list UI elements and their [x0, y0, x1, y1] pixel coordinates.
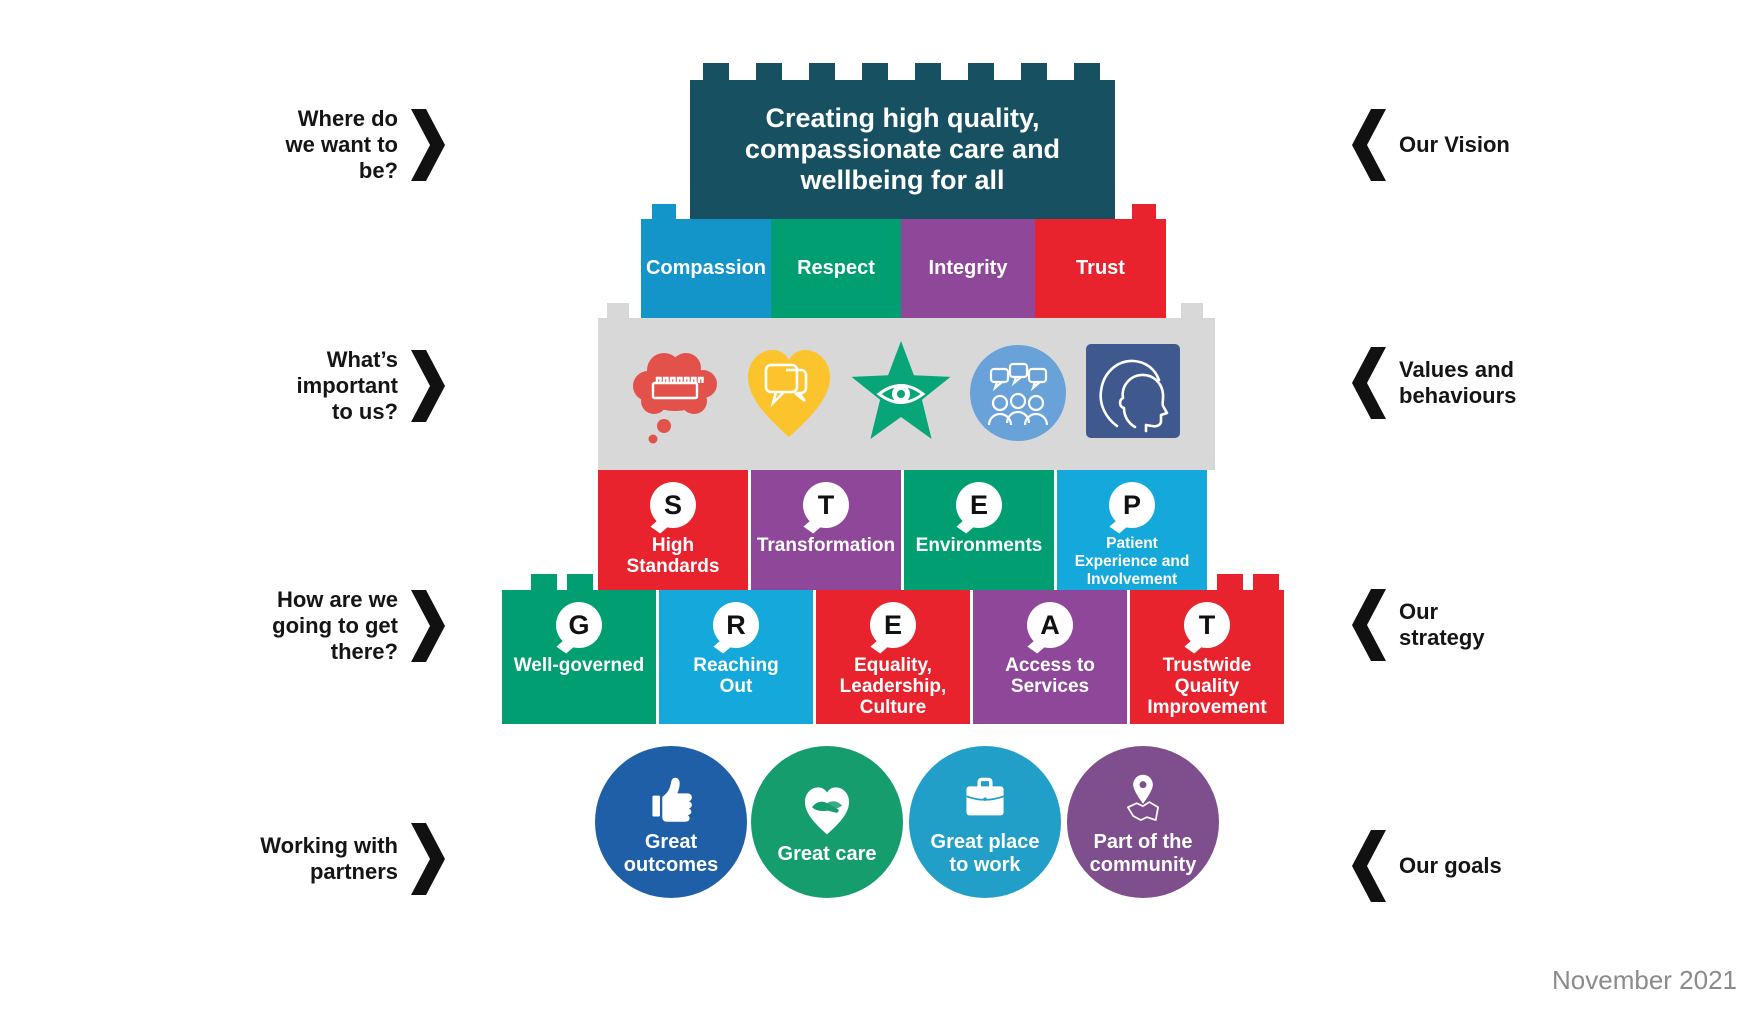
brick-stud [809, 63, 835, 80]
value-block-trust: Trust [1035, 219, 1166, 318]
chevron-right-icon [411, 590, 445, 662]
star-eye-icon [851, 341, 951, 439]
goal-great-place-to-work: Great place to work [909, 746, 1061, 898]
great-label: Trustwide Quality Improvement [1147, 655, 1267, 718]
thumbs-up-icon [652, 777, 692, 822]
annotation-values-and-behaviours: Values and behaviours [1352, 341, 1516, 425]
annotation-whats-important-to-us: What’s important to us? [140, 344, 445, 428]
letter-bubble-icon: T [803, 482, 849, 528]
letter-bubble-icon: E [956, 482, 1002, 528]
date-label: November 2021 [1552, 965, 1737, 995]
annotation-label: What’s important to us? [296, 347, 398, 424]
annotation-our-strategy: Our strategy [1352, 583, 1485, 667]
great-block-reaching-out: R Reaching Out [659, 590, 813, 724]
annotation-label: Where do we want to be? [285, 106, 398, 183]
annotation-label: Working with partners [260, 833, 398, 884]
letter-bubble-icon: S [650, 482, 696, 528]
chevron-right-icon [411, 350, 445, 422]
goal-label: Great outcomes [623, 831, 719, 876]
brick-stud [862, 63, 888, 80]
behaviours-panel [598, 318, 1215, 470]
brick-stud [968, 63, 994, 80]
brick-stud [756, 63, 782, 80]
brick-stud [567, 574, 593, 590]
heart-hands-icon [804, 786, 850, 834]
vision-brick: Creating high quality, compassionate car… [690, 80, 1115, 219]
great-label: Reaching Out [693, 655, 779, 697]
annotation-label: Our Vision [1399, 132, 1510, 157]
step-label: High Standards [626, 535, 720, 577]
brick-stud [1074, 63, 1100, 80]
chevron-right-icon [411, 109, 445, 181]
letter-bubble-icon: R [713, 602, 759, 648]
letter-bubble-icon: G [556, 602, 602, 648]
annotation-our-goals: Our goals [1352, 824, 1502, 908]
great-block-well-governed: G Well-governed [502, 590, 656, 724]
brick-stud [1253, 574, 1279, 590]
brick-stud [607, 303, 629, 318]
great-block-trustwide-quality-improvement: T Trustwide Quality Improvement [1130, 590, 1284, 724]
people-talking-icon [970, 345, 1066, 441]
brick-stud [915, 63, 941, 80]
step-label: Transformation [756, 535, 896, 556]
goal-part-of-the-community: Part of the community [1067, 746, 1219, 898]
value-label: Respect [797, 257, 875, 279]
value-block-compassion: Compassion [641, 219, 771, 318]
briefcase-icon [966, 777, 1004, 816]
annotation-how-are-we-going-to-get-there: How are we going to get there? [140, 584, 445, 668]
heart-speech-bubbles-icon [748, 350, 830, 437]
annotation-label: Values and behaviours [1399, 357, 1517, 408]
value-label: Integrity [928, 257, 1008, 279]
brick-stud [703, 63, 729, 80]
step-block-patient-experience: P Patient Experience and Involvement [1057, 470, 1207, 590]
goal-label: Great care [777, 842, 877, 865]
step-label: Patient Experience and Involvement [1074, 535, 1190, 588]
annotation-our-vision: Our Vision [1352, 103, 1510, 187]
chevron-left-icon [1352, 109, 1386, 181]
goal-label: Great place to work [930, 831, 1040, 876]
step-block-environments: E Environments [904, 470, 1054, 590]
vision-statement: Creating high quality, compassionate car… [744, 103, 1061, 195]
annotation-where-do-we-want-to-be: Where do we want to be? [140, 103, 445, 187]
thought-cloud-brick-icon [633, 353, 717, 444]
great-label: Access to Services [1005, 655, 1095, 697]
brick-stud [1021, 63, 1047, 80]
great-block-equality-leadership-culture: E Equality, Leadership, Culture [816, 590, 970, 724]
great-block-access-to-services: A Access to Services [973, 590, 1127, 724]
value-label: Compassion [645, 257, 767, 279]
annotation-label: Our strategy [1399, 599, 1485, 650]
great-label: Well-governed [513, 655, 645, 676]
step-block-high-standards: S High Standards [598, 470, 748, 590]
letter-bubble-icon: T [1184, 602, 1230, 648]
map-pin-icon [1127, 774, 1159, 821]
step-block-transformation: T Transformation [751, 470, 901, 590]
brick-stud [1217, 574, 1243, 590]
chevron-left-icon [1352, 347, 1386, 419]
annotation-working-with-partners: Working with partners [140, 817, 445, 901]
chevron-left-icon [1352, 589, 1386, 661]
chevron-right-icon [411, 823, 445, 895]
value-label: Trust [1076, 257, 1125, 279]
great-label: Equality, Leadership, Culture [839, 655, 947, 718]
goal-label: Part of the community [1089, 831, 1197, 876]
step-label: Environments [915, 535, 1043, 556]
brick-stud [652, 204, 676, 219]
brick-stud [1132, 204, 1156, 219]
letter-bubble-icon: A [1027, 602, 1073, 648]
value-block-integrity: Integrity [901, 219, 1035, 318]
annotation-label: Our goals [1399, 853, 1502, 878]
value-block-respect: Respect [771, 219, 901, 318]
goal-great-care: Great care [751, 746, 903, 898]
annotation-label: How are we going to get there? [272, 587, 398, 664]
brick-stud [1181, 303, 1203, 318]
goal-great-outcomes: Great outcomes [595, 746, 747, 898]
letter-bubble-icon: P [1109, 482, 1155, 528]
profile-faces-icon [1086, 344, 1180, 438]
brick-stud [531, 574, 557, 590]
letter-bubble-icon: E [870, 602, 916, 648]
chevron-left-icon [1352, 830, 1386, 902]
